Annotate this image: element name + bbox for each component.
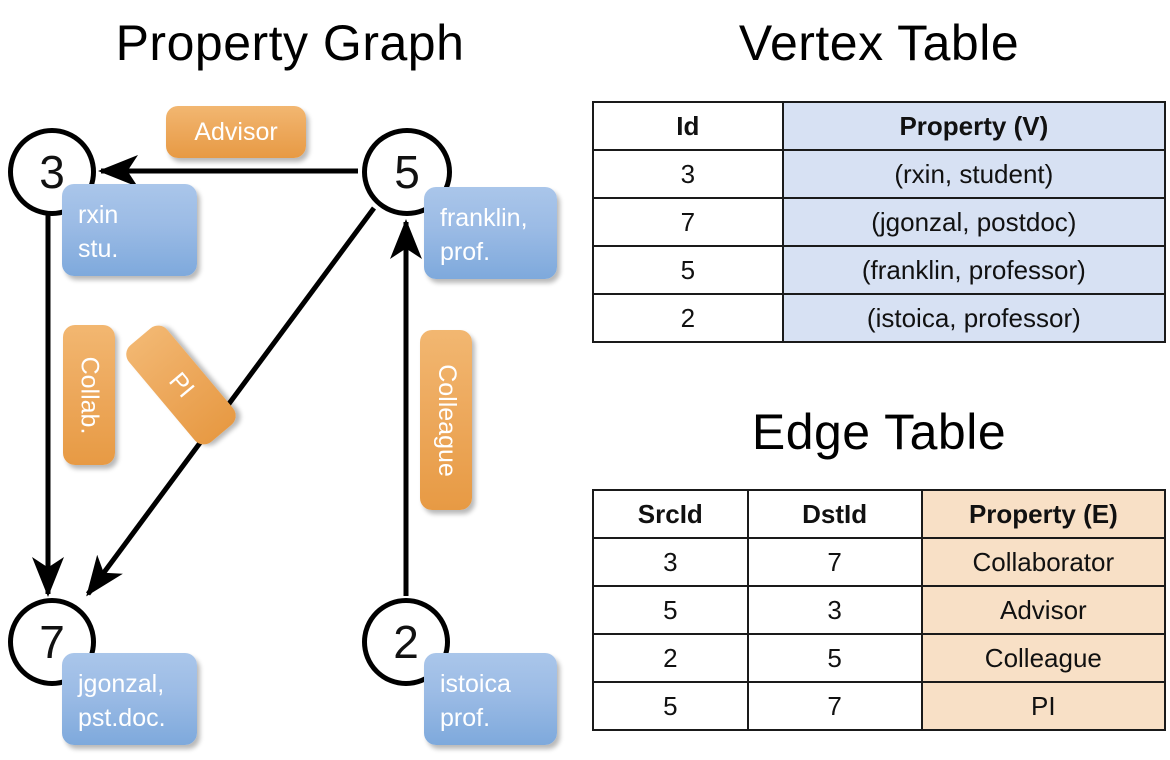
edge-label-collab-text: Collab. (75, 356, 104, 434)
graph-node-2-label: 2 (393, 616, 419, 668)
table-row[interactable]: 5 (franklin, professor) (592, 245, 1167, 295)
edge-cell-dstid: 7 (746, 537, 923, 587)
graph-node-5[interactable]: 5 (362, 128, 452, 216)
vertex-cell-id: 5 (592, 245, 784, 295)
graph-node-2[interactable]: 2 (362, 598, 450, 686)
graph-node-5-label: 5 (394, 146, 420, 198)
vertex-cell-id: 3 (592, 149, 784, 199)
edge-cell-property: Collaborator (920, 537, 1167, 587)
property-graph-diagram: 3 5 7 2 rxin stu. franklin, prof. jgonza… (8, 106, 557, 745)
edge-table-header-dstid: DstId (746, 489, 923, 539)
vertex-property-box-7: jgonzal, pst.doc. (62, 653, 197, 745)
vertex-table-header-id: Id (592, 101, 784, 151)
edge-cell-dstid: 3 (746, 585, 923, 635)
vertex-property-7-line2: pst.doc. (78, 704, 166, 732)
vertex-cell-id: 7 (592, 197, 784, 247)
edge-cell-srcid: 2 (592, 633, 749, 683)
edge-label-colleague: Colleague (420, 330, 472, 510)
vertex-property-box-5: franklin, prof. (424, 187, 557, 279)
edge-cell-srcid: 5 (592, 681, 749, 731)
vertex-property-3-line1: rxin (78, 201, 119, 229)
edge-cell-property: Advisor (920, 585, 1167, 635)
table-row[interactable]: 3 (rxin, student) (592, 149, 1167, 199)
edge-label-colleague-text: Colleague (432, 363, 461, 477)
vertex-cell-property: (franklin, professor) (781, 245, 1167, 295)
edge-table-header-srcid: SrcId (592, 489, 749, 539)
edge-label-pi-text: PI (163, 366, 200, 403)
table-row[interactable]: 3 7 Collaborator (592, 537, 1167, 587)
vertex-property-7-line1: jgonzal, (78, 670, 165, 698)
edge-cell-dstid: 5 (746, 633, 923, 683)
vertex-property-2-line2: prof. (440, 704, 491, 732)
edge-table-header-property: Property (E) (920, 489, 1167, 539)
table-row[interactable]: 2 (istoica, professor) (592, 293, 1167, 343)
vertex-property-5-line1: franklin, (440, 204, 528, 232)
graph-node-3-label: 3 (39, 146, 65, 198)
edge-table: SrcId DstId Property (E) 3 7 Collaborato… (592, 489, 1167, 731)
edge-cell-property: PI (920, 681, 1167, 731)
edge-table-header-row: SrcId DstId Property (E) (592, 489, 1167, 539)
vertex-cell-property: (istoica, professor) (781, 293, 1167, 343)
page-title-vertex-table: Vertex Table (738, 15, 1020, 71)
edge-cell-srcid: 5 (592, 585, 749, 635)
page-title-edge-table: Edge Table (751, 404, 1007, 460)
edge-5-to-7-pi (85, 206, 377, 597)
vertex-property-5-line2: prof. (440, 238, 491, 266)
edge-cell-srcid: 3 (592, 537, 749, 587)
page-title-property-graph: Property Graph (115, 15, 465, 71)
table-row[interactable]: 2 5 Colleague (592, 633, 1167, 683)
vertex-table-header-row: Id Property (V) (592, 101, 1167, 151)
vertex-cell-property: (jgonzal, postdoc) (781, 197, 1167, 247)
vertex-property-box-2: istoica prof. (424, 653, 557, 745)
graph-edges-layer (32, 155, 422, 597)
table-row[interactable]: 5 3 Advisor (592, 585, 1167, 635)
edge-label-advisor: Advisor (166, 106, 306, 158)
vertex-property-2-line1: istoica (440, 670, 511, 698)
edge-label-advisor-text: Advisor (194, 117, 278, 146)
vertex-cell-property: (rxin, student) (781, 149, 1167, 199)
vertex-table: Id Property (V) 3 (rxin, student) 7 (jgo… (592, 101, 1167, 343)
edge-label-collab: Collab. (63, 325, 115, 465)
vertex-cell-id: 2 (592, 293, 784, 343)
edge-cell-dstid: 7 (746, 681, 923, 731)
graph-node-7-label: 7 (39, 616, 65, 668)
vertex-property-box-3: rxin stu. (62, 184, 197, 276)
table-row[interactable]: 7 (jgonzal, postdoc) (592, 197, 1167, 247)
table-row[interactable]: 5 7 PI (592, 681, 1167, 731)
edge-cell-property: Colleague (920, 633, 1167, 683)
vertex-table-header-property: Property (V) (781, 101, 1167, 151)
vertex-property-3-line2: stu. (78, 235, 119, 263)
